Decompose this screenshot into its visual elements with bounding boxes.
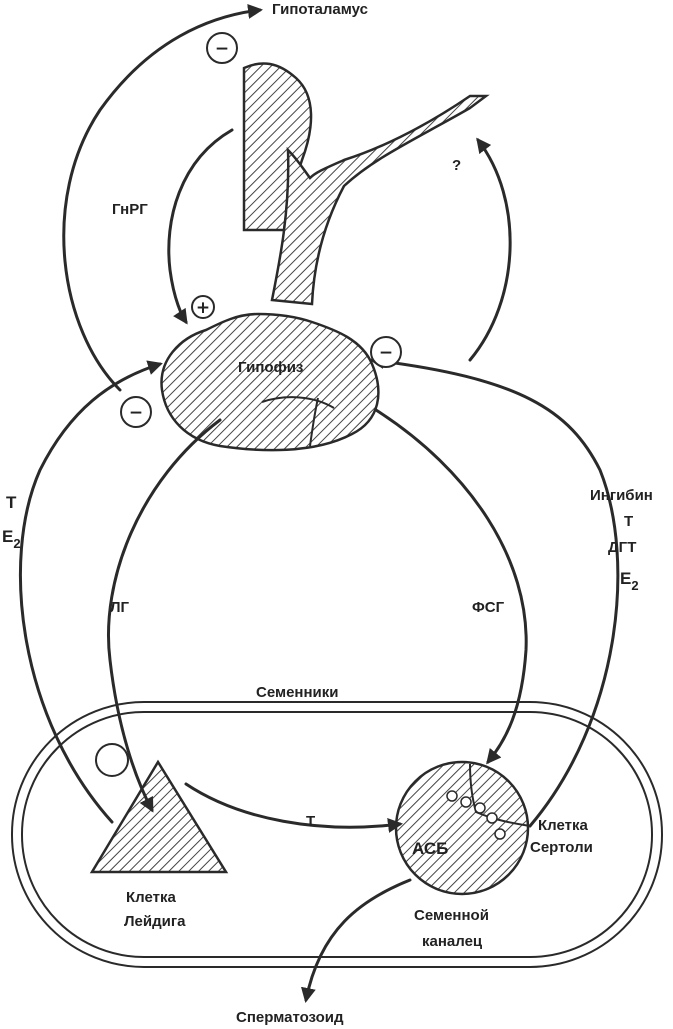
inhibin-to-hypothalamus-arc — [468, 137, 512, 362]
testosterone-arrow — [184, 782, 403, 833]
testes-label: Семенники — [256, 684, 339, 701]
leydig-label-2: Лейдига — [124, 913, 186, 930]
question-label: ? — [452, 157, 461, 174]
leydig-cell — [89, 759, 229, 874]
minus-sign-pituitary-right: − — [370, 336, 402, 368]
spermatogenic-cells — [446, 790, 506, 840]
testes-outer-capsule — [11, 701, 663, 968]
pituitary-label: Гипофиз — [238, 359, 303, 376]
pituitary-gland — [160, 312, 380, 452]
hypothalamus-label: Гипоталамус — [272, 1, 368, 18]
tubule-label-1: Семенной — [414, 907, 489, 924]
svg-text:−: − — [379, 343, 393, 363]
svg-text:−: − — [215, 39, 229, 59]
tubule-label-2: каналец — [422, 933, 483, 950]
left-outer-feedback-arc — [19, 360, 163, 824]
lh-arrow — [107, 418, 222, 813]
plus-sign-pituitary: + — [191, 295, 215, 319]
fsh-label: ФСГ — [472, 599, 505, 616]
seminiferous-tubule — [394, 760, 530, 896]
right-estradiol-label: E2 — [620, 569, 639, 593]
pituitary-internal-line — [261, 396, 335, 409]
svg-text:−: − — [129, 403, 143, 423]
minus-sign-hypothalamus: − — [206, 32, 238, 64]
sperm-exit-arrow — [301, 878, 412, 1003]
fsh-arrow — [374, 408, 528, 765]
sertoli-label-2: Сертоли — [530, 839, 593, 856]
lh-label: ЛГ — [110, 599, 130, 616]
inner-testosterone-label: Т — [306, 813, 315, 830]
abp-label: АСБ — [412, 839, 448, 858]
left-estradiol-label: E2 — [2, 527, 21, 551]
minus-sign-pituitary-left: − — [120, 396, 152, 428]
sertoli-label-1: Клетка — [538, 817, 588, 834]
minus-circle-leydig — [95, 743, 129, 777]
svg-text:+: + — [196, 298, 210, 318]
right-testosterone-label: Т — [624, 513, 633, 530]
gnrh-arc — [167, 128, 234, 325]
inhibin-label: Ингибин — [590, 487, 653, 504]
sperm-label: Сперматозоид — [236, 1009, 344, 1026]
right-outer-feedback-arc — [369, 354, 620, 828]
gnrh-label: ГнРГ — [112, 201, 148, 218]
left-testosterone-label: Т — [6, 493, 17, 512]
hypothalamus-feedback-arc — [62, 3, 263, 392]
dht-label: ДГТ — [608, 539, 636, 556]
pituitary-internal-line-2 — [309, 397, 319, 447]
testes-inner-capsule — [21, 711, 653, 958]
pituitary-stalk — [270, 94, 490, 306]
leydig-label-1: Клетка — [126, 889, 176, 906]
